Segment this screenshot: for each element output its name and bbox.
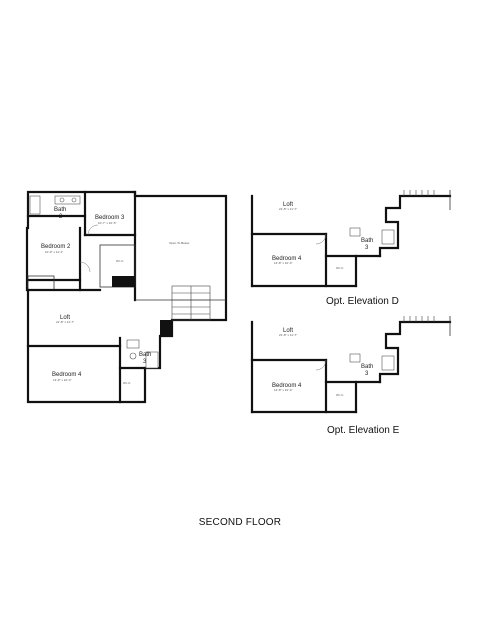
bath3-sink xyxy=(126,339,140,349)
elev-d-wic-label: W.I.C. xyxy=(336,266,344,270)
elev-e-stair-rail xyxy=(403,316,435,322)
elev-e-bath3-number: 3 xyxy=(365,371,369,377)
bath3-label: Bath xyxy=(139,352,151,358)
elevation-d-plan: Loft 21'-8" x 11'-7" Bath 3 Bedroom 4 14… xyxy=(250,190,452,288)
center-wic-label: W.I.C. xyxy=(116,259,124,263)
elev-e-east-stepped-wall xyxy=(378,320,452,384)
bath2-number: 2 xyxy=(59,214,63,220)
solid-column xyxy=(160,320,172,336)
bath2-vanity xyxy=(54,195,81,205)
bath2-sink-left xyxy=(59,197,65,203)
bedroom4-label: Bedroom 4 xyxy=(52,372,82,378)
elev-e-bath3-tub xyxy=(381,355,395,371)
bedroom2-label: Bedroom 2 xyxy=(41,244,71,250)
bath3-toilet xyxy=(129,352,137,360)
bedroom2-dim: 10'-9" x 11'-1" xyxy=(45,250,63,254)
elev-e-bedroom4-label: Bedroom 4 xyxy=(272,383,302,389)
main-floor-plan: Bath 2 Bedroom 3 10'-7" x 10'-5" Bedroom… xyxy=(25,190,228,404)
elev-d-east-stepped-wall xyxy=(378,194,452,258)
bath2-sink-right xyxy=(71,197,77,203)
bath3-number: 3 xyxy=(143,359,147,365)
bath3-tub xyxy=(145,351,159,369)
elev-d-stair-rail xyxy=(403,190,435,196)
bedroom3-dim: 10'-7" x 10'-5" xyxy=(98,221,116,225)
bedroom3-label: Bedroom 3 xyxy=(95,215,125,221)
bath2-tub xyxy=(29,195,41,215)
elev-e-wic-label: W.I.C. xyxy=(336,393,344,397)
stair-treads xyxy=(172,286,210,320)
elev-e-door-swing xyxy=(315,359,327,371)
bedroom3-door-swing xyxy=(87,224,99,236)
wic4-label: W.I.C. xyxy=(123,381,131,385)
loft-dim: 21'-8" x 11'-7" xyxy=(56,320,74,324)
elevation-e-plan: Loft 21'-8" x 11'-7" Bath 3 Bedroom 4 14… xyxy=(250,316,452,414)
center-solid-block xyxy=(112,276,135,287)
loft-label: Loft xyxy=(60,315,70,321)
bedroom4-dim: 14'-8" x 10'-0" xyxy=(53,378,71,382)
elev-d-bedroom4-dim: 14'-8" x 10'-0" xyxy=(274,261,292,265)
elev-d-bedroom4-label: Bedroom 4 xyxy=(272,256,302,262)
elev-e-bath3-sink xyxy=(349,353,361,363)
open-to-below-label: Open To Below xyxy=(169,241,190,245)
elev-d-bath3-number: 3 xyxy=(365,245,369,251)
elev-e-loft-label: Loft xyxy=(283,328,293,334)
elev-d-bath3-sink xyxy=(349,227,361,237)
elev-e-bedroom4-dim: 14'-8" x 10'-0" xyxy=(274,388,292,392)
elev-d-loft-dim: 21'-8" x 11'-7" xyxy=(279,207,297,211)
elevation-d-caption: Opt. Elevation D xyxy=(326,296,399,307)
elevation-e-caption: Opt. Elevation E xyxy=(327,425,400,436)
elev-d-bath3-label: Bath xyxy=(361,238,373,244)
elev-d-bath3-tub xyxy=(381,229,395,245)
elev-d-door-swing xyxy=(315,233,327,245)
elev-e-bath3-label: Bath xyxy=(361,364,373,370)
laundry-counter xyxy=(27,275,55,291)
elev-d-loft-label: Loft xyxy=(283,202,293,208)
elev-e-loft-dim: 21'-8" x 11'-7" xyxy=(279,333,297,337)
bedroom2-door-swing xyxy=(79,261,91,273)
bath2-label: Bath xyxy=(54,207,66,213)
floor-title: SECOND FLOOR xyxy=(198,517,282,528)
main-exterior-wall xyxy=(25,190,228,404)
